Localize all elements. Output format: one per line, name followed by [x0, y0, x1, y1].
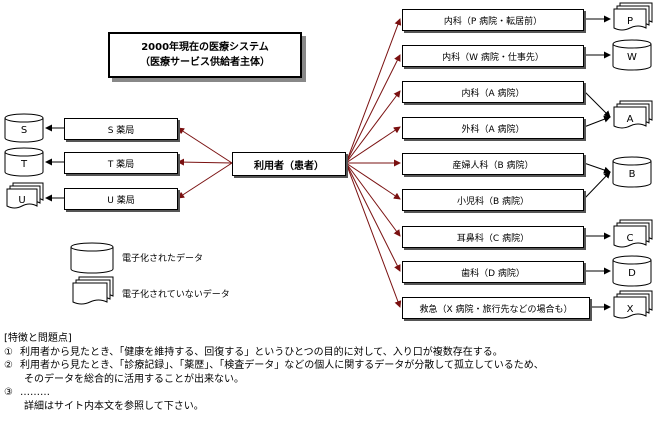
title-line-2: （医療サービス供給者主体） [140, 57, 270, 68]
pharmacy-box-t: T 薬局 [64, 152, 178, 174]
store-letter: W [627, 52, 637, 63]
legend-digital-label: 電子化されたデータ [122, 254, 204, 264]
note-item-2: ② 利用者から見たとき、「診療記録」、「薬歴」、「検査データ」などの個人に関するデ… [4, 359, 658, 373]
store-paper-u: U [6, 182, 44, 209]
connection-lines: S T U P W A B C D X [4, 2, 653, 319]
link-user-to-provider-1 [345, 18, 402, 164]
provider-box-2: 内科（W 病院・仕事先） [402, 45, 584, 67]
store-digital-d: D [612, 255, 652, 287]
user-patient-box: 利用者（患者） [232, 152, 346, 176]
note-item-3: ③ ……… [4, 386, 658, 400]
store-letter: T [20, 159, 28, 170]
legend-digital-symbol [70, 242, 114, 274]
link-user-to-provider-3 [345, 90, 401, 164]
legend-paper-symbol [72, 276, 114, 305]
link-user-to-provider-8 [345, 162, 401, 272]
link-user-to-provider-7 [345, 162, 401, 237]
link-provider-to-store-3 [583, 90, 611, 118]
note-number: ③ [4, 387, 13, 398]
store-paper-c: C [613, 219, 653, 248]
link-user-to-provider-6 [345, 162, 401, 200]
link-user-to-provider-4 [345, 126, 401, 164]
store-letter: S [21, 125, 27, 136]
store-digital-s: S [4, 113, 44, 143]
notes-heading: [特徴と問題点] [4, 333, 72, 344]
provider-box-7: 耳鼻科（C 病院） [402, 226, 584, 248]
link-provider-to-store-5 [583, 162, 611, 174]
store-letter: A [627, 114, 634, 125]
link-provider-to-store-6 [583, 171, 611, 200]
store-letter: D [628, 268, 636, 279]
title-line-1: 2000年現在の医療システム [141, 42, 269, 53]
pharmacy-box-u: U 薬局 [64, 188, 178, 210]
store-paper-x: X [613, 290, 653, 319]
store-letter: C [627, 233, 634, 244]
note-number: ② [4, 360, 13, 371]
pharmacy-box-s: S 薬局 [64, 118, 178, 140]
link-user-to-provider-2 [345, 54, 401, 164]
store-letter: U [18, 195, 25, 206]
provider-box-4: 外科（A 病院） [402, 117, 584, 139]
note-text: 利用者から見たとき、「診療記録」、「薬歴」、「検査データ」などの個人に関するデー… [20, 360, 544, 371]
store-paper-p: P [613, 2, 653, 31]
store-digital-t: T [4, 147, 44, 177]
store-letter: B [629, 169, 636, 180]
notes-section: [特徴と問題点] ① 利用者から見たとき、「健康を維持する、回復する」というひとつ… [4, 332, 658, 413]
link-user-to-pharmacy-s [177, 127, 233, 164]
link-provider-to-store-4 [583, 115, 611, 128]
provider-box-8: 歯科（D 病院） [402, 261, 584, 283]
link-user-to-pharmacy-t [177, 158, 233, 166]
provider-box-6: 小児科（B 病院） [402, 189, 584, 211]
provider-box-1: 内科（P 病院・転居前） [402, 9, 584, 31]
store-digital-w: W [612, 39, 652, 71]
note-number: ① [4, 346, 13, 358]
store-letter: X [627, 304, 634, 315]
note-item-1: ① 利用者から見たとき、「健康を維持する、回復する」というひとつの目的に対して、入… [4, 346, 658, 360]
notes-footer: 詳細はサイト内本文を参照して下さい。 [24, 400, 204, 412]
provider-box-9: 救急（X 病院・旅行先などの場合も） [402, 297, 590, 319]
provider-box-3: 内科（A 病院） [402, 81, 584, 103]
store-digital-b: B [612, 156, 652, 188]
store-letter: P [627, 16, 633, 27]
note-item-2-continued: そのデータを総合的に活用することが出来ない。 [24, 373, 244, 385]
legend-paper-label: 電子化されていないデータ [122, 290, 230, 300]
provider-box-5: 産婦人科（B 病院） [402, 153, 584, 175]
link-user-to-provider-9 [345, 162, 402, 308]
diagram-title: 2000年現在の医療システム （医療サービス供給者主体） [108, 32, 302, 78]
store-paper-a: A [613, 100, 653, 129]
note-text: ……… [20, 387, 50, 398]
note-text: 利用者から見たとき、「健康を維持する、回復する」というひとつの目的に対して、入り… [20, 346, 503, 358]
link-user-to-pharmacy-u [177, 162, 233, 199]
